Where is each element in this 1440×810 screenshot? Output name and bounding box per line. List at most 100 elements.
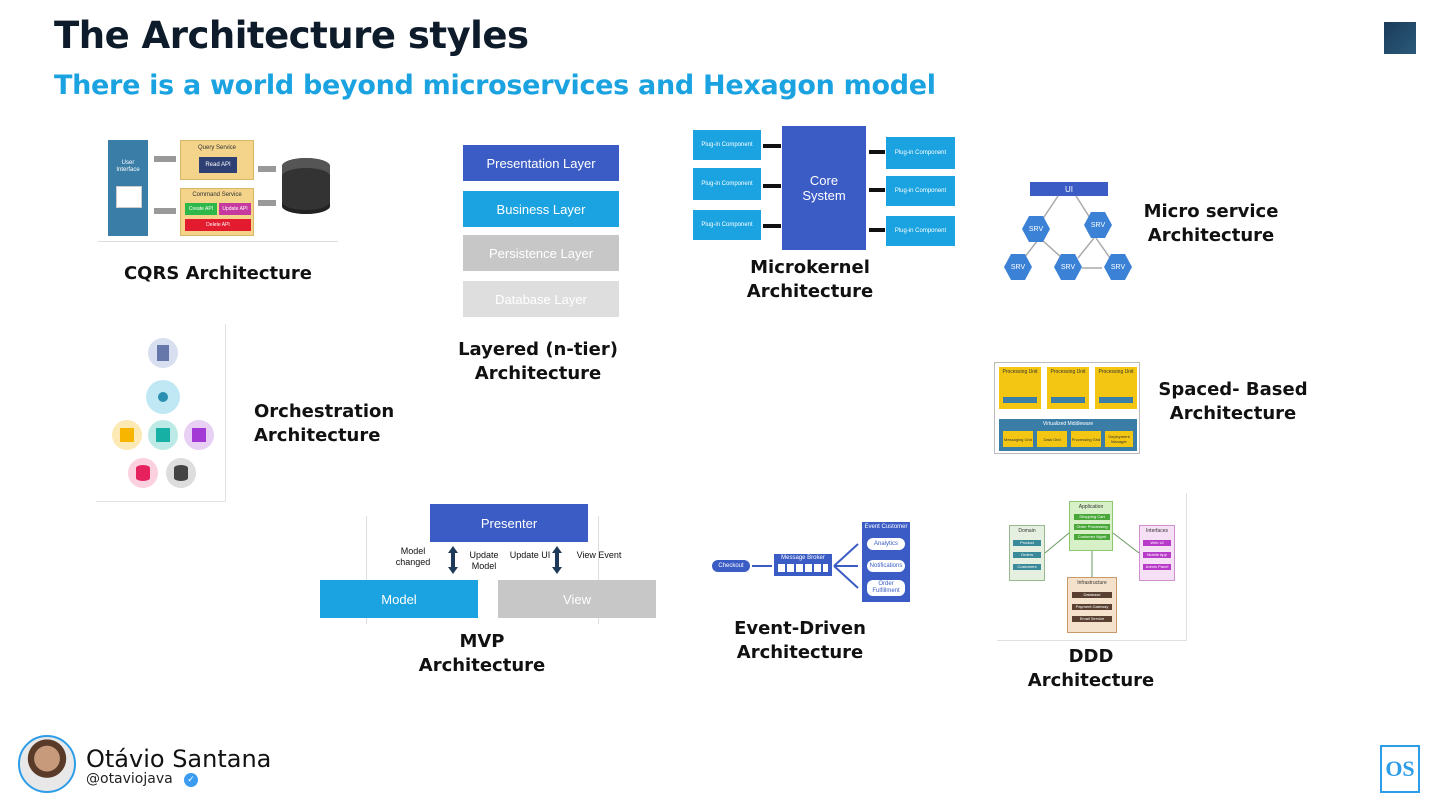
spaced-diagram: Processing Unit Processing Unit Processi… xyxy=(994,362,1140,454)
ed-consumer-fulfillment: Order Fulfillment xyxy=(867,580,905,596)
microkernel-diagram: Plug-in Component Plug-in Component Plug… xyxy=(693,126,955,250)
ddd-app-item-3: Customer Mgmt xyxy=(1074,534,1110,540)
ed-arrow-1 xyxy=(752,565,772,567)
mk-plugin-left-1: Plug-in Component xyxy=(693,130,761,160)
event-driven-diagram: Checkout Message Broker Event Customer A… xyxy=(712,494,912,606)
page-title: The Architecture styles xyxy=(54,14,529,57)
ddd-domain-item-2: Orders xyxy=(1013,552,1041,558)
ddd-diagram: Application Shopping Cart Order Processi… xyxy=(997,493,1187,641)
mvp-caption: MVP Architecture xyxy=(418,631,546,676)
mvp-arrow-right-icon xyxy=(552,546,562,574)
page-subtitle: There is a world beyond microservices an… xyxy=(54,70,936,101)
mk-plugin-right-3: Plug-in Component xyxy=(886,216,955,246)
layered-diagram: Presentation Layer Business Layer Persis… xyxy=(463,145,619,319)
mvp-view: View xyxy=(498,580,656,618)
mk-plugin-left-3: Plug-in Component xyxy=(693,210,761,240)
event-driven-caption: Event-Driven Architecture xyxy=(734,618,866,663)
ms-arrows xyxy=(1023,195,1111,269)
ddd-domain-item-1: Product xyxy=(1013,540,1041,546)
microservice-diagram: UI SRV SRV SRV SRV SRV xyxy=(998,178,1138,284)
orch-db-gray-icon xyxy=(166,458,196,488)
ed-message-broker: Message Broker xyxy=(774,554,832,576)
layered-caption: Layered (n-tier) Architecture xyxy=(458,339,618,384)
mk-link-l1 xyxy=(763,144,781,148)
corner-logo-square xyxy=(1384,22,1416,54)
ddd-interface-item-3: Admin Panel xyxy=(1143,564,1171,570)
spaced-caption: Spaced- Based Architecture xyxy=(1158,379,1308,424)
ddd-infra-item-1: Database xyxy=(1072,592,1112,598)
spaced-module-4: Deployment Manager xyxy=(1105,431,1133,447)
orch-divider-right xyxy=(225,324,226,502)
ddd-domain: Domain Product Orders Customers xyxy=(1009,525,1045,581)
spaced-unit-2: Processing Unit xyxy=(1047,367,1089,409)
mk-plugin-right-2: Plug-in Component xyxy=(886,176,955,206)
ddd-infra-item-3: Email Service xyxy=(1072,616,1112,622)
ddd-domain-item-3: Customers xyxy=(1013,564,1041,570)
mvp-presenter: Presenter xyxy=(430,504,588,542)
cqrs-arrow-top xyxy=(154,156,176,162)
ddd-interface-item-2: Mobile App xyxy=(1143,552,1171,558)
mvp-arrow-left-icon xyxy=(448,546,458,574)
ddd-infrastructure: Infrastructure Database Payment Gateway … xyxy=(1067,577,1117,633)
avatar xyxy=(18,735,76,793)
cqrs-command-service: Command Service Create API Update API De… xyxy=(180,188,254,236)
mvp-update-model: Update Model xyxy=(469,550,499,571)
cqrs-query-service: Query Service Read API xyxy=(180,140,254,180)
cqrs-delete-api: Delete API xyxy=(185,219,251,231)
orch-cube-yellow-icon xyxy=(112,420,142,450)
layer-persistence: Persistence Layer xyxy=(463,235,619,271)
author-name: Otávio Santana xyxy=(86,745,272,773)
mk-link-r1 xyxy=(869,150,885,154)
cqrs-divider xyxy=(98,241,338,242)
orch-cube-purple-icon xyxy=(184,420,214,450)
ms-ui: UI xyxy=(1030,182,1108,196)
microservice-caption: Micro service Architecture xyxy=(1143,201,1279,246)
ddd-application: Application Shopping Cart Order Processi… xyxy=(1069,501,1113,551)
ed-fanout-arrows xyxy=(833,543,859,589)
verified-badge-icon: ✓ xyxy=(184,773,198,787)
orch-device-icon xyxy=(148,338,178,368)
microkernel-caption: Microkernel Architecture xyxy=(746,257,874,302)
cqrs-create-api: Create API xyxy=(185,203,217,215)
cqrs-caption: CQRS Architecture xyxy=(123,263,313,284)
mvp-update-ui: Update UI xyxy=(509,550,551,560)
mvp-divider-left xyxy=(366,516,367,624)
ed-event-customer: Event Customer Analytics Notifications O… xyxy=(862,522,910,602)
orch-divider-bottom xyxy=(96,501,226,502)
spaced-module-2: Data Grid xyxy=(1037,431,1067,447)
mk-link-r3 xyxy=(869,228,885,232)
mk-core-system: Core System xyxy=(782,126,866,250)
ed-consumer-notifications: Notifications xyxy=(867,560,905,572)
mvp-model-changed: Model changed xyxy=(395,546,431,567)
mvp-model: Model xyxy=(320,580,478,618)
mk-link-l2 xyxy=(763,184,781,188)
orch-hub-icon xyxy=(146,380,180,414)
layer-presentation: Presentation Layer xyxy=(463,145,619,181)
ddd-interface-item-1: Web UI xyxy=(1143,540,1171,546)
spaced-module-1: Messaging Grid xyxy=(1003,431,1033,447)
author-handle: @otaviojava xyxy=(86,771,173,787)
spaced-middleware: Virtualized Middleware Messaging Grid Da… xyxy=(999,419,1137,451)
orch-db-pink-icon xyxy=(128,458,158,488)
cqrs-arrow-db-bottom xyxy=(258,200,276,206)
orchestration-caption: Orchestration Architecture xyxy=(254,401,395,446)
layer-business: Business Layer xyxy=(463,191,619,227)
cqrs-diagram: User Interface Query Service Read API Co… xyxy=(98,134,338,242)
ed-consumer-analytics: Analytics xyxy=(867,538,905,550)
cqrs-ui-window xyxy=(116,186,142,208)
ed-checkout: Checkout xyxy=(712,560,750,572)
mvp-view-event: View Event xyxy=(576,550,622,560)
orchestration-diagram xyxy=(96,324,226,502)
spaced-unit-3: Processing Unit xyxy=(1095,367,1137,409)
ddd-app-item-1: Shopping Cart xyxy=(1074,514,1110,520)
layer-database: Database Layer xyxy=(463,281,619,317)
mvp-divider-right xyxy=(598,516,599,624)
cqrs-arrow-bottom xyxy=(154,208,176,214)
cqrs-read-api: Read API xyxy=(199,157,237,173)
mk-plugin-right-1: Plug-in Component xyxy=(886,137,955,169)
orch-cube-teal-icon xyxy=(148,420,178,450)
mk-link-l3 xyxy=(763,224,781,228)
os-logo: OS xyxy=(1380,745,1420,793)
mk-plugin-left-2: Plug-in Component xyxy=(693,168,761,200)
cqrs-update-api: Update API xyxy=(219,203,251,215)
